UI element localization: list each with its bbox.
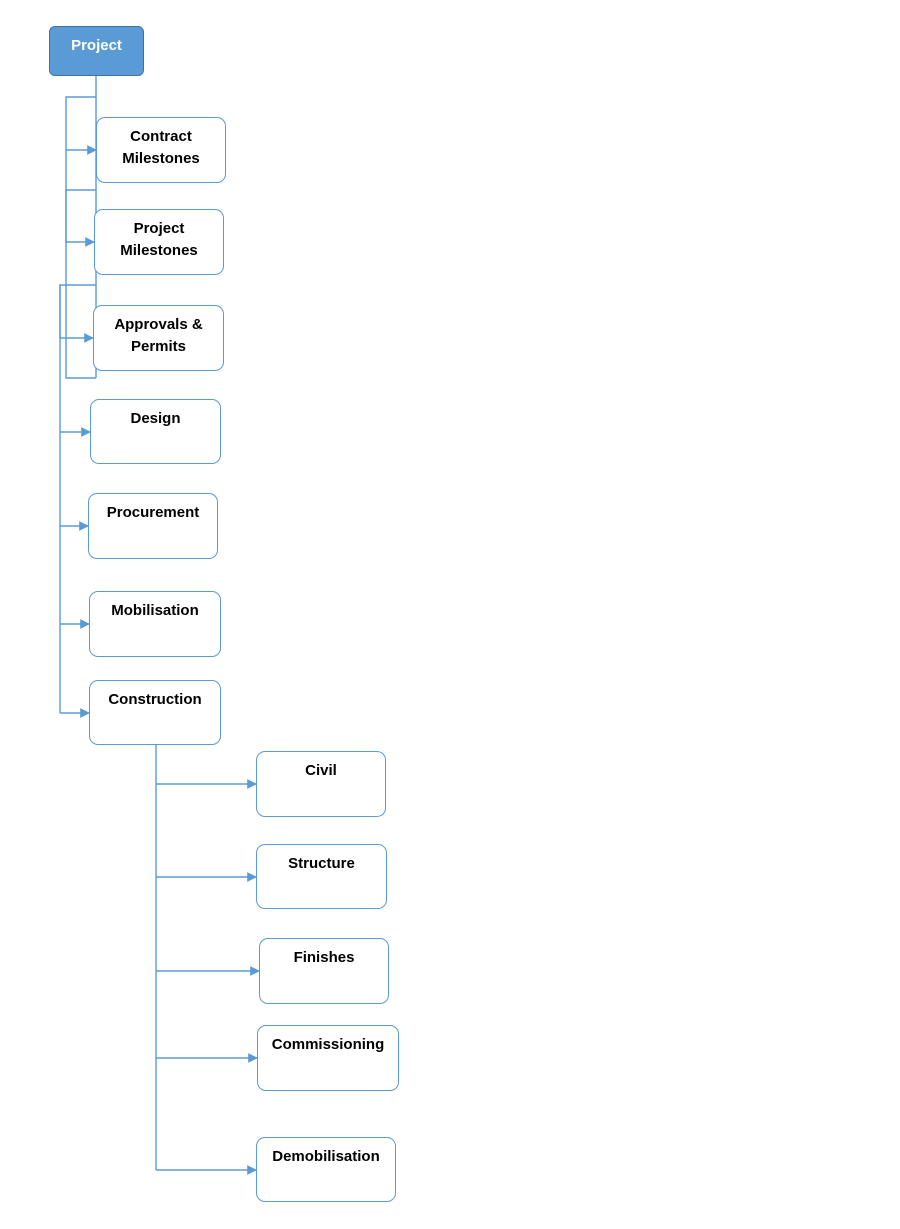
node-label-line: Milestones	[122, 150, 200, 167]
node-approvals-permits[interactable]: Approvals & Permits	[93, 305, 224, 371]
node-project[interactable]: Project	[49, 26, 144, 76]
node-label: Finishes	[293, 949, 355, 966]
node-civil[interactable]: Civil	[256, 751, 386, 817]
node-label: Procurement	[106, 504, 200, 521]
node-label-line: Permits	[130, 338, 187, 355]
node-contract-milestones[interactable]: Contract Milestones	[96, 117, 226, 183]
node-construction[interactable]: Construction	[89, 680, 221, 745]
node-label: Construction	[108, 691, 202, 708]
node-label: Demobilisation	[272, 1148, 380, 1165]
node-label: Civil	[305, 762, 337, 779]
node-label: Design	[130, 410, 181, 427]
node-project-milestones[interactable]: Project Milestones	[94, 209, 224, 275]
connector-loop	[65, 96, 96, 379]
node-label: Commissioning	[271, 1036, 385, 1053]
node-label-line: Project	[133, 220, 185, 237]
node-procurement[interactable]: Procurement	[88, 493, 218, 559]
node-label-line: Approvals &	[114, 316, 203, 333]
node-label: Structure	[288, 855, 355, 872]
connector-project-milestones	[65, 189, 96, 247]
node-label-line: Milestones	[120, 242, 198, 259]
node-label: Mobilisation	[111, 602, 199, 619]
node-label-line: Contract	[130, 128, 192, 145]
node-structure[interactable]: Structure	[256, 844, 387, 909]
node-commissioning[interactable]: Commissioning	[257, 1025, 399, 1091]
node-mobilisation[interactable]: Mobilisation	[89, 591, 221, 657]
node-label: Project	[71, 37, 122, 54]
node-design[interactable]: Design	[90, 399, 221, 464]
node-demobilisation[interactable]: Demobilisation	[256, 1137, 396, 1202]
node-finishes[interactable]: Finishes	[259, 938, 389, 1004]
